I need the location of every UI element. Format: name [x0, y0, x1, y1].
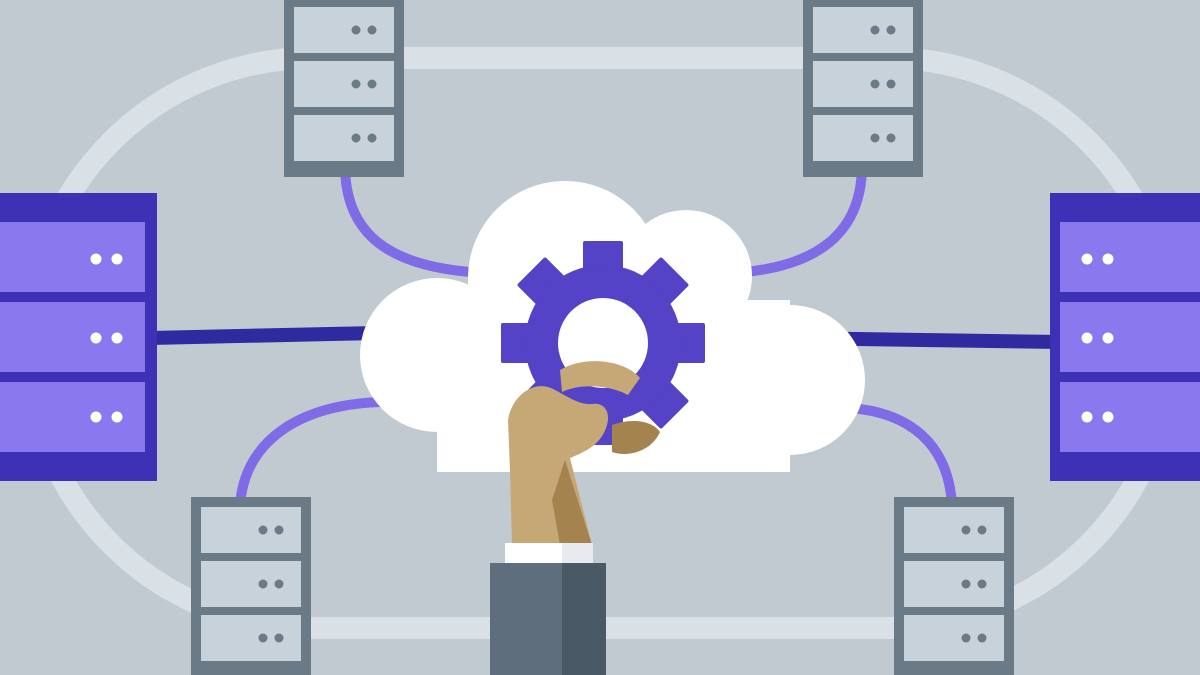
hand-icon: [490, 361, 660, 675]
cable-bottom-right: [845, 403, 957, 510]
server-rack-icon: [803, 0, 923, 177]
cable-bottom-left: [235, 397, 385, 510]
server-rack-icon: [284, 0, 404, 177]
cable-top-left: [340, 160, 475, 277]
server-rack-icon: [0, 193, 157, 481]
server-rack-icon: [1050, 193, 1200, 481]
server-rack-icon: [191, 497, 311, 675]
cable-top-right: [740, 160, 867, 277]
server-rack-icon: [894, 497, 1014, 675]
